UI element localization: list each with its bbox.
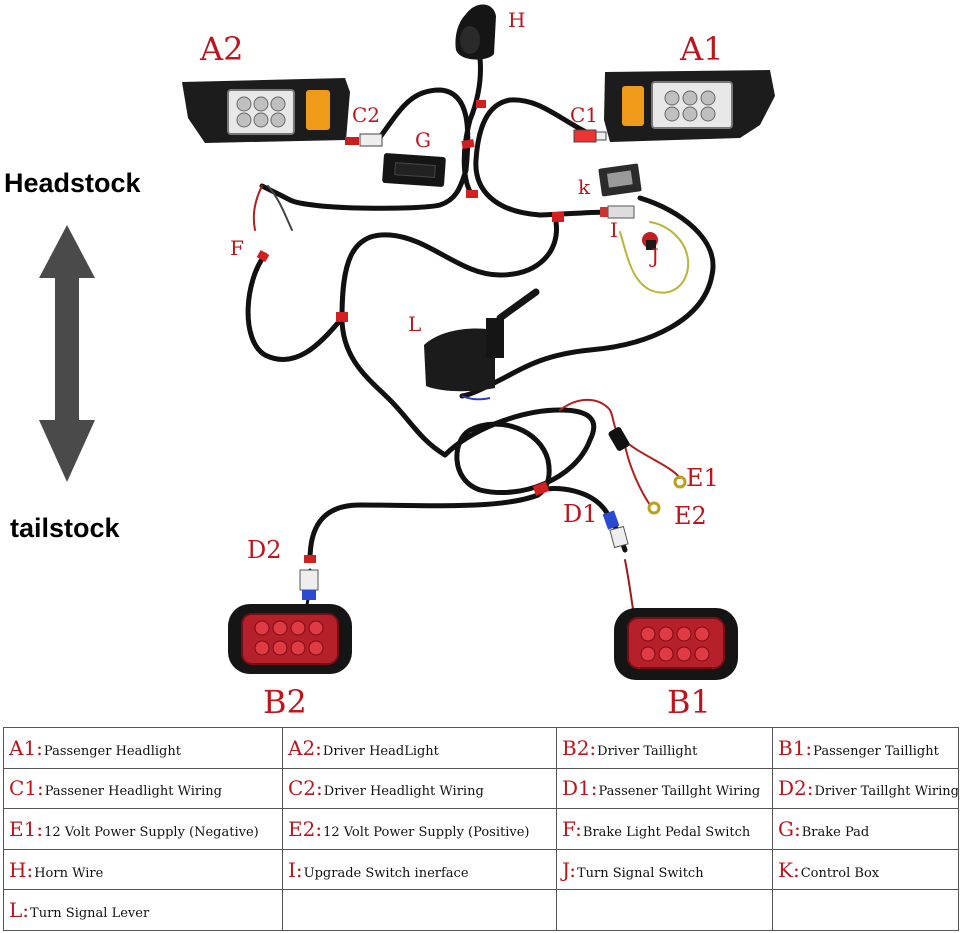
- headstock-label: Headstock: [4, 168, 141, 198]
- label-a1: A1: [680, 30, 724, 68]
- legend-cell: K:Control Box: [772, 848, 959, 891]
- legend-text: Passenger Taillight: [813, 743, 939, 759]
- legend-text: Driver Taillght Wiring: [814, 784, 959, 800]
- legend-code: J:: [562, 857, 576, 882]
- legend-cell: B2:Driver Taillight: [556, 727, 773, 769]
- wiring-diagram: A2 A1 H C2 C1 G k F I J L E1 E2 D1 D2 B2…: [4, 4, 775, 721]
- legend-text: Passener Taillght Wiring: [598, 784, 761, 800]
- label-d1: D1: [563, 500, 598, 528]
- legend-cell: D1:Passener Taillght Wiring: [556, 767, 773, 810]
- c1-connector: [573, 129, 607, 143]
- legend-cell: A2:Driver HeadLight: [282, 727, 557, 769]
- legend-code: E1:: [9, 816, 44, 841]
- legend-code: G:: [778, 816, 801, 841]
- legend-cell: J:Turn Signal Switch: [556, 848, 773, 891]
- legend-cell: A1:Passenger Headlight: [3, 727, 283, 769]
- turn-signal-lever: [424, 288, 540, 401]
- legend-code: K:: [778, 857, 800, 882]
- legend-code: I:: [288, 857, 303, 882]
- legend-cell: [282, 889, 557, 931]
- legend-cell: C1:Passener Headlight Wiring: [3, 767, 283, 810]
- label-c2: C2: [352, 103, 381, 127]
- legend-cell: E2:12 Volt Power Supply (Positive): [282, 808, 557, 850]
- label-f: F: [230, 236, 244, 260]
- legend-cell: I:Upgrade Switch inerface: [282, 848, 557, 891]
- label-c1: C1: [570, 103, 599, 127]
- legend-text: Brake Light Pedal Switch: [582, 824, 751, 840]
- legend-code: B2:: [562, 735, 597, 760]
- legend-cell: F:Brake Light Pedal Switch: [556, 808, 773, 850]
- legend-code: B1:: [778, 735, 813, 760]
- legend-code: A1:: [9, 735, 43, 760]
- label-b2: B2: [263, 683, 307, 721]
- legend-cell: B1:Passenger Taillight: [772, 727, 959, 769]
- wiring-diagram-svg: [39, 4, 775, 680]
- c2-connector: [345, 133, 383, 147]
- legend-code: D1:: [562, 776, 598, 801]
- label-j: J: [651, 244, 660, 268]
- ring-terminals: [647, 475, 687, 515]
- legend-cell: E1:12 Volt Power Supply (Negative): [3, 808, 283, 850]
- legend-text: Passener Headlight Wiring: [44, 784, 222, 800]
- legend-code: E2:: [288, 816, 323, 841]
- turn-signal-switch: [642, 232, 658, 250]
- passenger-headlight: [604, 70, 775, 142]
- legend-text: Turn Signal Switch: [576, 865, 704, 881]
- label-a2: A2: [200, 30, 244, 68]
- tailstock-label: tailstock: [10, 513, 120, 543]
- legend-text: 12 Volt Power Supply (Negative): [44, 824, 259, 840]
- legend-cell: [556, 889, 773, 931]
- legend-cell: D2:Driver Taillght Wiring: [772, 767, 959, 810]
- legend-code: H:: [9, 857, 34, 882]
- legend-text: Driver Taillight: [597, 743, 698, 759]
- legend-row: E1:12 Volt Power Supply (Negative)E2:12 …: [3, 808, 959, 850]
- legend-text: 12 Volt Power Supply (Positive): [323, 824, 530, 840]
- driver-taillight: [228, 604, 352, 674]
- fuse-holder: [608, 427, 630, 451]
- d2-connector: [299, 569, 319, 600]
- legend-text: Driver Headlight Wiring: [323, 784, 484, 800]
- brake-pad: [382, 153, 446, 187]
- legend-code: D2:: [778, 776, 814, 801]
- legend-cell: L:Turn Signal Lever: [3, 889, 283, 931]
- legend-code: L:: [9, 898, 30, 923]
- legend-cell: G:Brake Pad: [772, 808, 959, 850]
- label-l: L: [408, 312, 422, 336]
- legend-code: C1:: [9, 776, 44, 801]
- driver-headlight: [182, 78, 350, 143]
- label-d2: D2: [247, 536, 282, 564]
- legend-text: Brake Pad: [801, 824, 870, 840]
- legend-code: C2:: [288, 776, 323, 801]
- legend-text: Horn Wire: [34, 865, 104, 881]
- label-h: H: [508, 8, 526, 32]
- passenger-taillight: [614, 608, 738, 680]
- legend-text: Passenger Headlight: [43, 743, 181, 759]
- label-i: I: [610, 218, 618, 242]
- legend-cell: [772, 889, 959, 931]
- control-box: [598, 163, 642, 197]
- legend-cell: H:Horn Wire: [3, 848, 283, 891]
- legend-cell: C2:Driver Headlight Wiring: [282, 767, 557, 810]
- d1-connector: [602, 510, 629, 549]
- label-b1: B1: [667, 683, 711, 721]
- upgrade-switch-interface: [600, 205, 635, 219]
- legend-text: Turn Signal Lever: [30, 906, 150, 922]
- label-e1: E1: [686, 464, 719, 492]
- legend-text: Control Box: [800, 865, 880, 881]
- horn: [455, 4, 496, 60]
- label-e2: E2: [674, 502, 707, 530]
- direction-arrow: [39, 225, 95, 482]
- connector-bands: [256, 100, 564, 563]
- legend-row: L:Turn Signal Lever: [3, 889, 959, 931]
- legend-text: Upgrade Switch inerface: [303, 865, 469, 881]
- legend-text: Driver HeadLight: [322, 743, 439, 759]
- label-g: G: [415, 128, 431, 152]
- legend-code: F:: [562, 816, 582, 841]
- label-k: k: [578, 175, 591, 199]
- legend-code: A2:: [288, 735, 322, 760]
